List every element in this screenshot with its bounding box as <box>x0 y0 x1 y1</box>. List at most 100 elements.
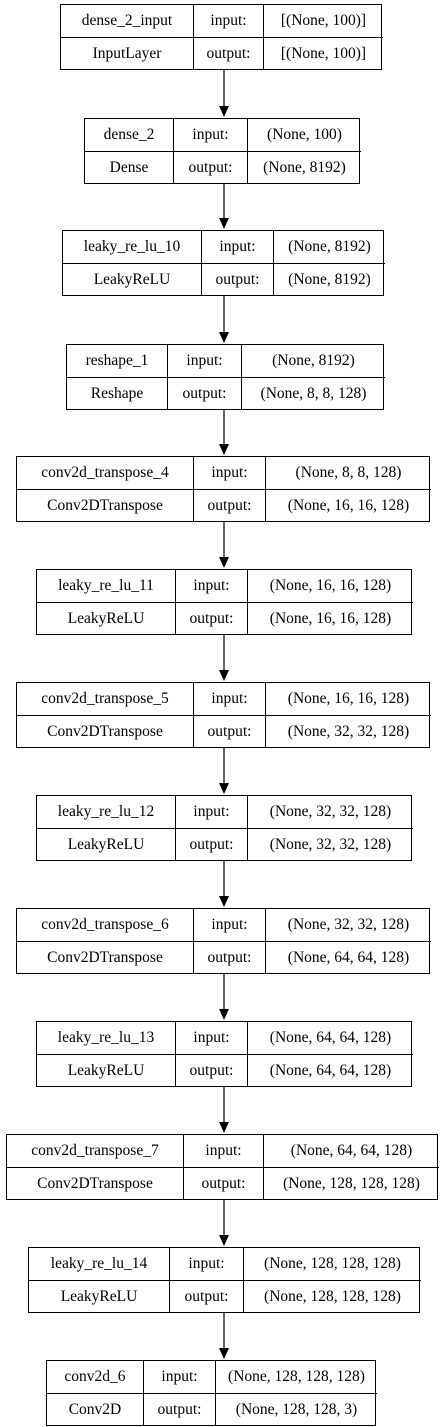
output-label: output: <box>193 715 265 747</box>
arrowhead-icon <box>219 896 229 907</box>
layer-node-conv2d_transpose_6: conv2d_transpose_6 input:(None, 32, 32, 1… <box>16 908 431 974</box>
output-shape: (None, 16, 16, 128) <box>247 602 413 634</box>
arrowhead-icon <box>219 106 229 117</box>
input-label: input: <box>193 683 265 715</box>
output-label: output: <box>193 489 265 521</box>
output-label: output: <box>175 602 247 634</box>
output-shape: (None, 128, 128, 128) <box>243 1280 421 1312</box>
input-label: input: <box>175 570 247 602</box>
layer-node-conv2d_transpose_4: conv2d_transpose_4 input:(None, 8, 8, 128… <box>16 456 431 522</box>
layer-name: leaky_re_lu_10 <box>83 238 181 255</box>
arrowhead-icon <box>219 1348 229 1359</box>
layer-name: reshape_1 <box>85 352 149 369</box>
layer-type: Conv2DTranspose <box>17 715 193 747</box>
layer-name: leaky_re_lu_11 <box>58 577 154 594</box>
layer-name: dense_2 <box>103 126 155 143</box>
arrowhead-icon <box>219 783 229 794</box>
layer-node-dense_2_input: dense_2_input input:[(None, 100)] InputLay… <box>60 4 383 70</box>
output-shape: (None, 8, 8, 128) <box>241 377 385 409</box>
layer-type: LeakyReLU <box>37 1054 175 1086</box>
output-label: output: <box>201 263 273 295</box>
arrowhead-icon <box>219 332 229 343</box>
input-shape: (None, 128, 128, 128) <box>215 1361 377 1393</box>
layer-node-leaky_re_lu_14: leaky_re_lu_14 input:(None, 128, 128, 128… <box>28 1247 421 1313</box>
layer-type: Reshape <box>67 377 167 409</box>
arrowhead-icon <box>219 670 229 681</box>
arrowhead-icon <box>219 1009 229 1020</box>
arrowhead-icon <box>219 1122 229 1133</box>
output-label: output: <box>143 1393 215 1425</box>
input-label: input: <box>169 1248 243 1280</box>
layer-node-leaky_re_lu_11: leaky_re_lu_11 input:(None, 16, 16, 128) L… <box>36 569 413 635</box>
input-shape: (None, 128, 128, 128) <box>243 1248 421 1280</box>
input-shape: (None, 64, 64, 128) <box>263 1135 439 1167</box>
input-shape: (None, 32, 32, 128) <box>265 909 431 941</box>
layer-name: dense_2_input <box>81 12 173 29</box>
output-label: output: <box>193 941 265 973</box>
output-label: output: <box>175 1054 247 1086</box>
output-label: output: <box>173 151 247 183</box>
output-label: output: <box>175 828 247 860</box>
input-label: input: <box>167 345 241 377</box>
output-shape: (None, 32, 32, 128) <box>265 715 431 747</box>
arrowhead-icon <box>219 1235 229 1246</box>
output-label: output: <box>193 37 263 69</box>
layer-name: conv2d_transpose_6 <box>41 916 169 933</box>
input-label: input: <box>143 1361 215 1393</box>
layer-type: Conv2D <box>47 1393 143 1425</box>
output-label: output: <box>167 377 241 409</box>
input-shape: (None, 8, 8, 128) <box>265 457 431 489</box>
layer-name: conv2d_transpose_4 <box>41 464 169 481</box>
output-label: output: <box>183 1167 263 1199</box>
output-shape: (None, 32, 32, 128) <box>247 828 413 860</box>
layer-type: LeakyReLU <box>37 602 175 634</box>
input-label: input: <box>175 796 247 828</box>
output-label: output: <box>169 1280 243 1312</box>
output-shape: (None, 8192) <box>247 151 361 183</box>
layer-type: Conv2DTranspose <box>17 489 193 521</box>
layer-name: leaky_re_lu_12 <box>57 803 155 820</box>
input-shape: (None, 16, 16, 128) <box>247 570 413 602</box>
output-shape: (None, 8192) <box>273 263 385 295</box>
input-shape: (None, 8192) <box>273 231 385 263</box>
input-label: input: <box>201 231 273 263</box>
input-shape: (None, 100) <box>247 119 361 151</box>
layer-name: conv2d_6 <box>64 1368 126 1385</box>
input-shape: [(None, 100)] <box>263 5 383 37</box>
layer-type: InputLayer <box>61 37 193 69</box>
layer-name: leaky_re_lu_14 <box>50 1255 148 1272</box>
input-label: input: <box>183 1135 263 1167</box>
input-label: input: <box>193 5 263 37</box>
layer-name: conv2d_transpose_7 <box>31 1142 159 1159</box>
output-shape: (None, 128, 128, 3) <box>215 1393 377 1425</box>
input-label: input: <box>173 119 247 151</box>
layer-type: LeakyReLU <box>29 1280 169 1312</box>
output-shape: (None, 64, 64, 128) <box>247 1054 413 1086</box>
layer-type: Dense <box>85 151 173 183</box>
output-shape: [(None, 100)] <box>263 37 383 69</box>
layer-name: leaky_re_lu_13 <box>57 1029 155 1046</box>
arrowhead-icon <box>219 444 229 455</box>
output-shape: (None, 128, 128, 128) <box>263 1167 439 1199</box>
input-shape: (None, 32, 32, 128) <box>247 796 413 828</box>
layer-type: LeakyReLU <box>63 263 201 295</box>
output-shape: (None, 64, 64, 128) <box>265 941 431 973</box>
arrowhead-icon <box>219 218 229 229</box>
layer-node-conv2d_6: conv2d_6 input:(None, 128, 128, 128) Conv2… <box>46 1360 377 1426</box>
layer-node-leaky_re_lu_13: leaky_re_lu_13 input:(None, 64, 64, 128) L… <box>36 1021 413 1087</box>
arrowhead-icon <box>219 557 229 568</box>
input-label: input: <box>175 1022 247 1054</box>
layer-name: conv2d_transpose_5 <box>41 690 169 707</box>
layer-node-leaky_re_lu_10: leaky_re_lu_10 input:(None, 8192) LeakyReL… <box>62 230 385 296</box>
output-shape: (None, 16, 16, 128) <box>265 489 431 521</box>
layer-node-conv2d_transpose_7: conv2d_transpose_7 input:(None, 64, 64, 1… <box>6 1134 439 1200</box>
input-label: input: <box>193 909 265 941</box>
input-shape: (None, 8192) <box>241 345 385 377</box>
input-label: input: <box>193 457 265 489</box>
